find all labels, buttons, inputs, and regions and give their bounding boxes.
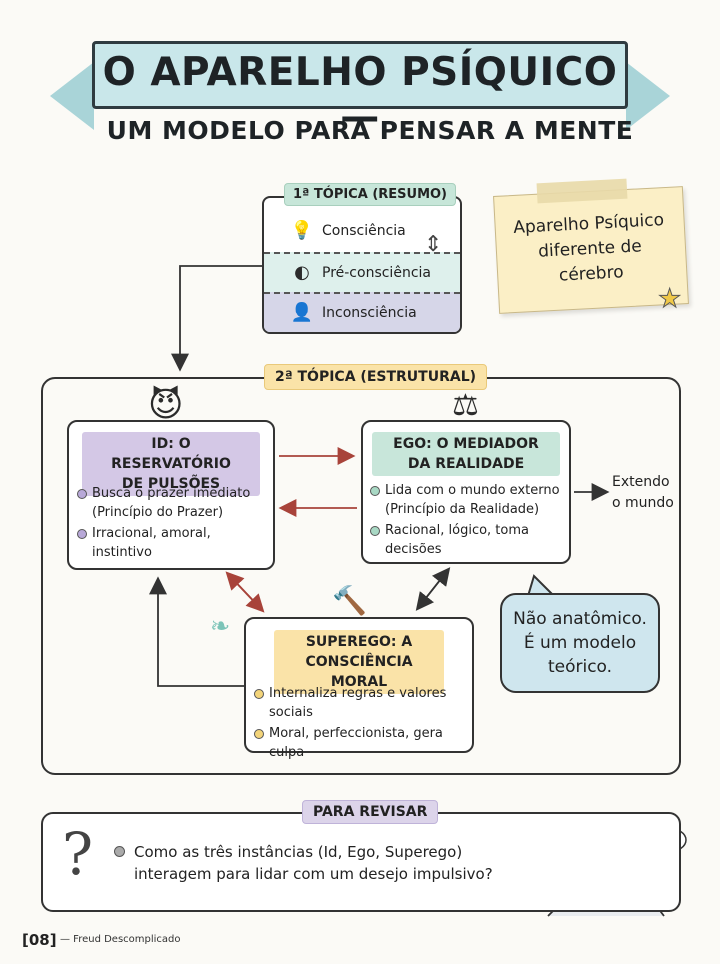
review-box <box>41 812 681 912</box>
superego-header: SUPEREGO: A CONSCIÊNCIA MORAL <box>274 630 444 694</box>
sticky-note-text: Aparelho Psíquico diferente de cérebro <box>498 207 682 291</box>
topica1-item-label: Pré-consciência <box>322 265 431 281</box>
superego-header-line: CONSCIÊNCIA MORAL <box>305 654 413 690</box>
topica1-item-label: Consciência <box>322 223 406 239</box>
person-icon: 👤 <box>290 302 314 323</box>
list-item: Internaliza regras e valores sociais <box>254 684 474 722</box>
bullet-dot <box>114 846 125 857</box>
list-item: Racional, lógico, toma decisões <box>370 521 570 559</box>
extendo-label: Extendo o mundo <box>612 472 674 514</box>
bubble-line: É um modelo <box>523 633 637 653</box>
speech-bubble <box>500 593 660 693</box>
review-label: PARA REVISAR <box>302 800 439 824</box>
ego-header-line: DA REALIDADE <box>407 456 525 472</box>
superego-header-line: SUPEREGO: A <box>305 634 413 650</box>
list-item: Moral, perfeccionista, gera culpa <box>254 724 474 762</box>
extendo-line: o mundo <box>612 495 674 511</box>
ego-bullets: Lida com o mundo externo (Princípio da R… <box>370 481 570 561</box>
superego-bullets: Internaliza regras e valores sociais Mor… <box>254 684 474 764</box>
extendo-line: Extendo <box>612 474 670 490</box>
footer-text: — Freud Descomplicado <box>60 934 181 945</box>
speech-bubble-text: Não anatômico. É um modelo teórico. <box>500 607 660 679</box>
brain-icon: ◐ <box>294 262 310 283</box>
page-subtitle: UM MODELO PARA PENSAR A MENTE <box>106 116 634 145</box>
title-banner <box>92 41 628 109</box>
page-number: [08] <box>22 931 57 949</box>
topica1-row-consciencia: 💡 Consciência <box>264 212 460 252</box>
wing-icon: ❧ <box>210 612 231 640</box>
topica2-label: 2ª TÓPICA (ESTRUTURAL) <box>264 364 488 390</box>
banner-ribbon-right <box>626 62 670 130</box>
topica1-label: 1ª TÓPICA (RESUMO) <box>284 183 456 206</box>
review-question: Como as três instâncias (Id, Ego, Supere… <box>134 843 493 883</box>
topica1-item-label: Inconsciência <box>322 305 417 321</box>
topica1-box: 💡 Consciência ◐ Pré-consciência 👤 Incons… <box>262 196 462 334</box>
list-item: Lida com o mundo externo (Princípio da R… <box>370 481 570 519</box>
scale-icon: ⚖ <box>452 388 479 423</box>
page-title: O APARELHO PSÍQUICO — <box>102 50 618 140</box>
star-icon: ★ <box>657 284 682 315</box>
id-header-line: DE PULSÕES <box>121 476 221 492</box>
list-item: Irracional, amoral, instintivo <box>77 524 273 562</box>
devil-icon: 😈 <box>148 385 184 425</box>
gavel-icon: 🔨 <box>332 584 367 617</box>
banner-ribbon-left <box>50 62 94 130</box>
topica1-row-inconsciencia: 👤 Inconsciência <box>264 292 460 332</box>
id-bullets: Busca o prazer imediato (Princípio do Pr… <box>77 484 273 564</box>
bubble-line: teórico. <box>547 657 613 677</box>
lightbulb-icon: 💡 <box>290 220 314 241</box>
list-item: Busca o prazer imediato (Princípio do Pr… <box>77 484 273 522</box>
id-header-line: ID: O RESERVATÓRIO <box>111 436 231 472</box>
ego-header: EGO: O MEDIADOR DA REALIDADE <box>372 432 560 476</box>
bubble-line: Não anatômico. <box>513 609 647 629</box>
question-mark-icon: ? <box>62 820 94 888</box>
topica1-row-preconsciencia: ◐ Pré-consciência <box>264 252 460 292</box>
up-down-arrow-icon: ⇕ <box>424 232 443 257</box>
ego-header-line: EGO: O MEDIADOR <box>393 436 539 452</box>
id-header: ID: O RESERVATÓRIO DE PULSÕES <box>82 432 260 496</box>
